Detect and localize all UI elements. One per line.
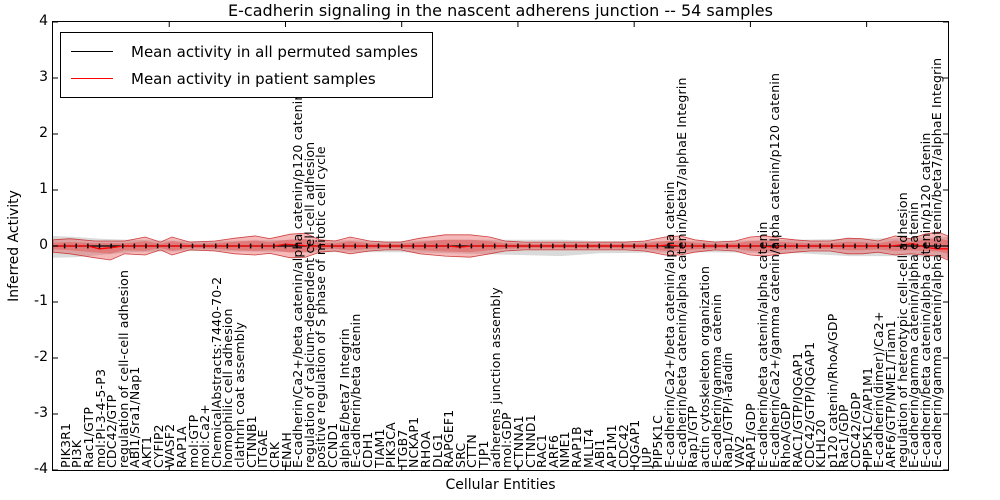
- y-tick-label: 4: [39, 13, 48, 29]
- x-axis-label: Cellular Entities: [445, 477, 556, 493]
- legend-label-permuted: Mean activity in all permuted samples: [131, 42, 418, 61]
- y-tick-label: -1: [34, 293, 48, 309]
- legend-entry-patient: Mean activity in patient samples: [71, 65, 418, 92]
- chart-title: E-cadherin signaling in the nascent adhe…: [228, 1, 773, 20]
- y-tick-label: 0: [39, 237, 48, 253]
- plot-canvas: [53, 22, 948, 470]
- y-tick-label: 1: [39, 181, 48, 197]
- patient-mean-line: [53, 243, 948, 250]
- y-tick-label: 3: [39, 69, 48, 85]
- x-tick-label: E-cadherin/gamma catenin/alpha catenin/b…: [929, 57, 945, 468]
- y-tick-label: -3: [34, 405, 48, 421]
- legend-entry-permuted: Mean activity in all permuted samples: [71, 38, 418, 65]
- legend-line-black: [71, 51, 113, 52]
- legend-label-patient: Mean activity in patient samples: [131, 69, 376, 88]
- y-tick-label: -4: [34, 461, 48, 477]
- y-tick-label: 2: [39, 125, 48, 141]
- legend-line-red: [71, 78, 113, 79]
- legend: Mean activity in all permuted samples Me…: [60, 32, 433, 98]
- x-tick-label: positive regulation of S phase of mitoti…: [313, 146, 329, 468]
- y-tick-label: -2: [34, 349, 48, 365]
